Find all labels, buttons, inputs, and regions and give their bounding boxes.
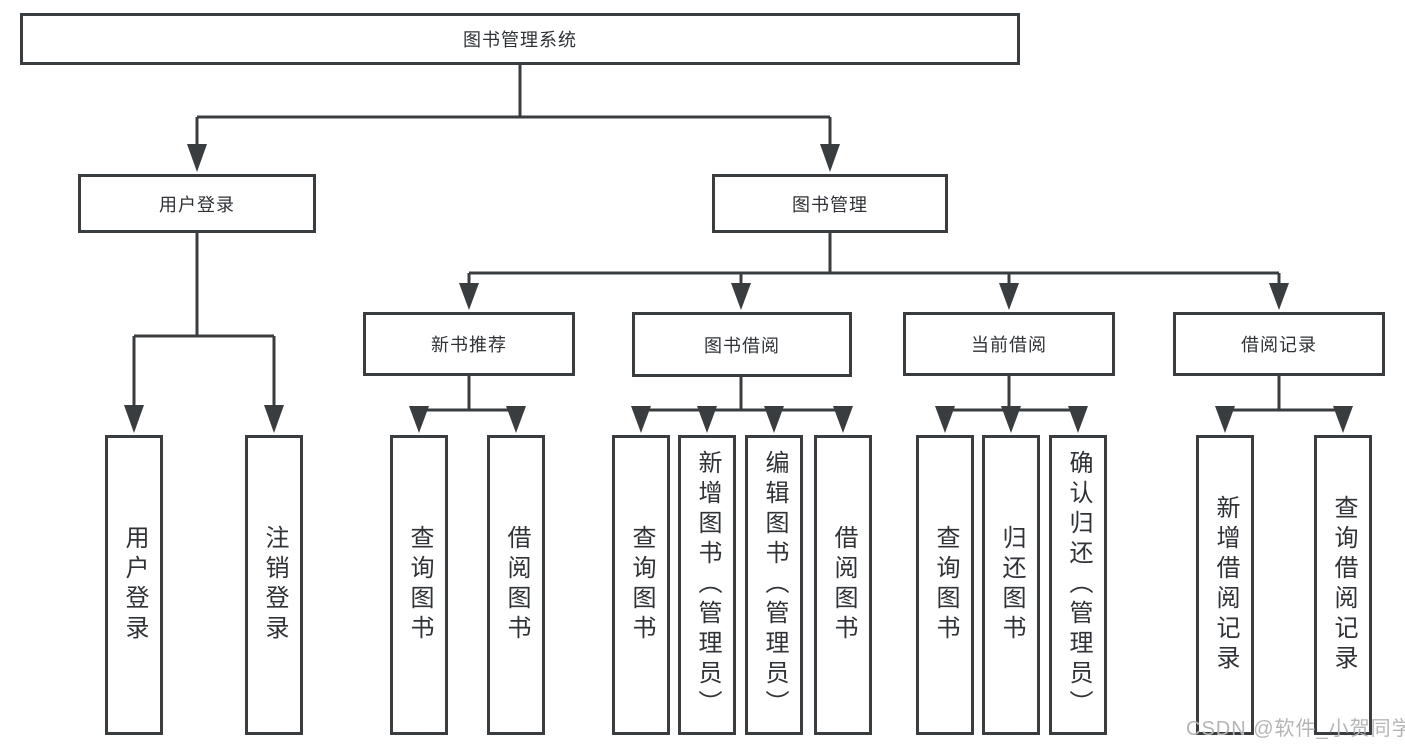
leaf-query-books-current: 查询图书 bbox=[916, 435, 974, 735]
node-new-book-recommend: 新书推荐 bbox=[363, 312, 575, 376]
node-new-book-recommend-label: 新书推荐 bbox=[431, 335, 507, 355]
node-root-label: 图书管理系统 bbox=[463, 30, 577, 50]
leaf-borrow-books-recommend: 借阅图书 bbox=[487, 435, 545, 735]
node-borrow-records-label: 借阅记录 bbox=[1241, 335, 1317, 355]
node-current-borrow-label: 当前借阅 bbox=[971, 335, 1047, 355]
leaf-edit-books-admin-label: 编辑图书（管理员） bbox=[761, 450, 788, 720]
node-root-system: 图书管理系统 bbox=[20, 13, 1020, 65]
leaf-confirm-return-admin-label: 确认归还（管理员） bbox=[1065, 450, 1092, 720]
node-book-borrow-label: 图书借阅 bbox=[704, 335, 780, 356]
leaf-query-borrow-record: 查询借阅记录 bbox=[1314, 435, 1372, 735]
node-user-login: 用户登录 bbox=[78, 174, 316, 233]
leaf-return-books-label: 归还图书 bbox=[998, 525, 1025, 645]
leaf-borrow-books: 借阅图书 bbox=[814, 435, 872, 735]
leaf-query-borrow-record-label: 查询借阅记录 bbox=[1330, 495, 1357, 675]
leaf-return-books: 归还图书 bbox=[982, 435, 1040, 735]
leaf-query-books-recommend-label: 查询图书 bbox=[406, 525, 433, 645]
leaf-user-login-label: 用户登录 bbox=[121, 525, 148, 645]
leaf-borrow-books-label: 借阅图书 bbox=[830, 525, 857, 645]
leaf-logout: 注销登录 bbox=[245, 435, 303, 735]
node-book-management: 图书管理 bbox=[712, 174, 948, 233]
leaf-query-books-borrow-label: 查询图书 bbox=[628, 525, 655, 645]
leaf-add-borrow-record: 新增借阅记录 bbox=[1196, 435, 1254, 735]
csdn-watermark: CSDN @软件_小贺同学 bbox=[1186, 718, 1405, 740]
node-borrow-records: 借阅记录 bbox=[1173, 312, 1385, 376]
leaf-query-books-recommend: 查询图书 bbox=[390, 435, 448, 735]
leaf-add-borrow-record-label: 新增借阅记录 bbox=[1212, 495, 1239, 675]
leaf-confirm-return-admin: 确认归还（管理员） bbox=[1049, 435, 1107, 735]
leaf-edit-books-admin: 编辑图书（管理员） bbox=[745, 435, 803, 735]
node-current-borrow: 当前借阅 bbox=[903, 312, 1115, 376]
node-book-management-label: 图书管理 bbox=[792, 194, 868, 215]
node-user-login-label: 用户登录 bbox=[159, 194, 235, 215]
leaf-add-books-admin: 新增图书（管理员） bbox=[678, 435, 736, 735]
node-book-borrow: 图书借阅 bbox=[632, 312, 852, 377]
leaf-query-books-current-label: 查询图书 bbox=[932, 525, 959, 645]
leaf-add-books-admin-label: 新增图书（管理员） bbox=[694, 450, 721, 720]
leaf-user-login: 用户登录 bbox=[105, 435, 163, 735]
leaf-logout-label: 注销登录 bbox=[261, 525, 288, 645]
leaf-query-books-borrow: 查询图书 bbox=[612, 435, 670, 735]
leaf-borrow-books-recommend-label: 借阅图书 bbox=[503, 525, 530, 645]
arrowheads bbox=[124, 144, 1353, 433]
